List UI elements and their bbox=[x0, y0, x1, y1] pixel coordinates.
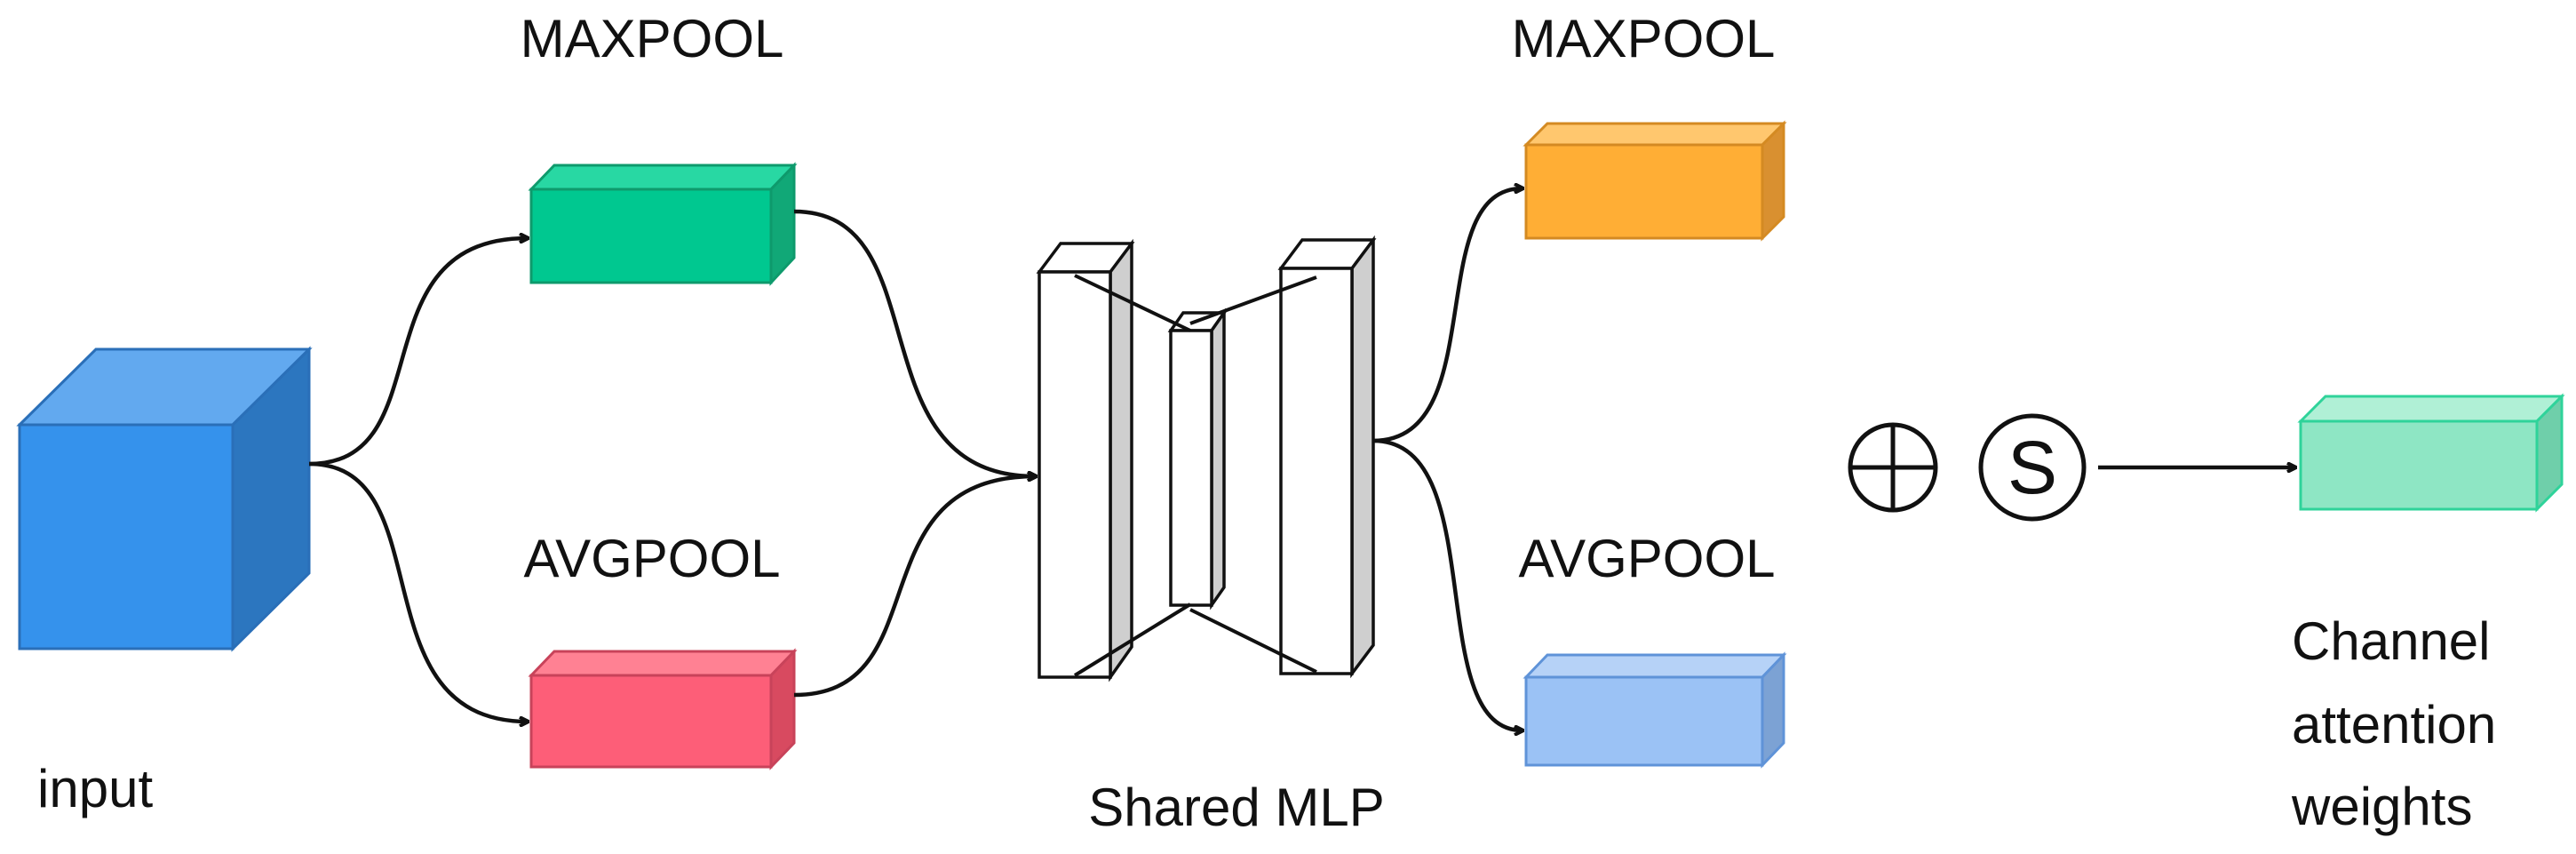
edge-mlp-to-maxpool bbox=[1372, 188, 1523, 443]
output-weights-box bbox=[2297, 393, 2565, 513]
input-cube bbox=[16, 346, 313, 652]
avgpool-right-box-front bbox=[1524, 675, 1764, 767]
avgpool-right-box-top bbox=[1523, 653, 1787, 679]
mlp-connector-bottom-left bbox=[1073, 603, 1192, 677]
output-weights-box-top bbox=[2297, 395, 2565, 423]
edge-input-to-avgpool bbox=[308, 461, 528, 722]
maxpool-left-box-front bbox=[529, 188, 773, 284]
label-input: input bbox=[37, 759, 153, 818]
label-shared-mlp: Shared MLP bbox=[1088, 778, 1385, 837]
label-avgpool-right: AVGPOOL bbox=[1519, 529, 1776, 588]
mlp-left-slab-front bbox=[1038, 270, 1112, 679]
mlp-connector-top-left bbox=[1074, 274, 1191, 332]
avgpool-left-box-top bbox=[528, 650, 798, 677]
input-cube-front bbox=[18, 423, 235, 650]
edge-mlp-to-avgpool bbox=[1372, 438, 1523, 730]
mlp-connector-top-right bbox=[1189, 275, 1317, 325]
maxpool-right-box-top bbox=[1523, 122, 1787, 147]
edge-input-to-maxpool bbox=[308, 238, 528, 467]
label-avgpool-left: AVGPOOL bbox=[524, 529, 781, 588]
maxpool-left-box-top bbox=[528, 164, 798, 191]
mlp-right-slab-front bbox=[1279, 267, 1354, 675]
sigmoid-operator: S bbox=[1978, 413, 2087, 522]
mlp-middle-slab-side bbox=[1210, 307, 1226, 611]
mlp-middle-slab-front bbox=[1169, 329, 1213, 607]
label-channel-line3: weights bbox=[2291, 777, 2472, 836]
avgpool-right-box bbox=[1523, 651, 1787, 769]
avgpool-left-box-front bbox=[529, 674, 773, 769]
maxpool-right-box-side bbox=[1761, 120, 1785, 242]
mlp-left-slab-side bbox=[1109, 238, 1133, 682]
add-operator bbox=[1848, 422, 1938, 513]
output-weights-box-front bbox=[2299, 419, 2539, 511]
label-maxpool-right: MAXPOOL bbox=[1512, 9, 1776, 68]
edge-avgpool-to-mlp bbox=[793, 476, 1036, 698]
label-channel-line1: Channel bbox=[2292, 611, 2491, 671]
mlp-connector-bottom-right bbox=[1189, 608, 1317, 674]
edge-maxpool-to-mlp bbox=[793, 209, 1036, 476]
shared-mlp bbox=[1036, 235, 1377, 682]
maxpool-right-box-front bbox=[1524, 143, 1764, 240]
sigmoid-symbol: S bbox=[2008, 426, 2057, 509]
maxpool-left-box bbox=[528, 162, 798, 286]
mlp-right-slab-side bbox=[1350, 235, 1375, 679]
label-maxpool-left: MAXPOOL bbox=[521, 9, 784, 68]
avgpool-left-box bbox=[528, 648, 798, 770]
maxpool-right-box bbox=[1523, 120, 1787, 242]
label-channel-line2: attention bbox=[2292, 695, 2496, 754]
